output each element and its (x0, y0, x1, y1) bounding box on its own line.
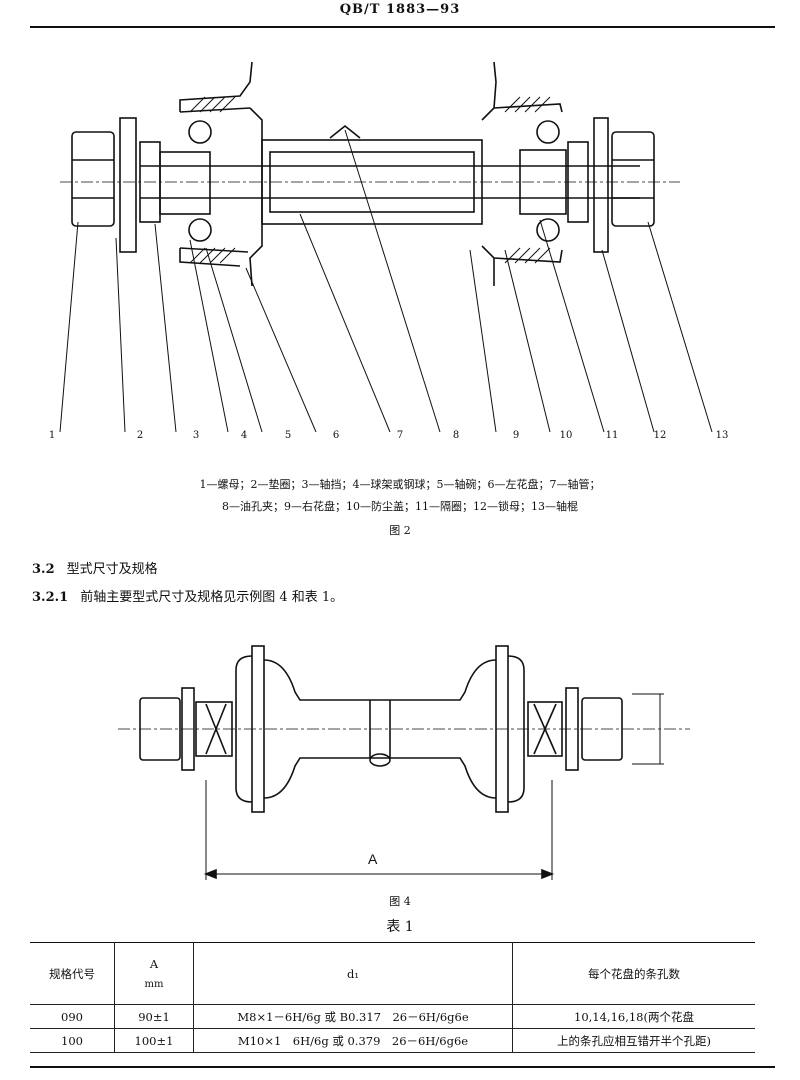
header-a-label: A (149, 957, 159, 971)
section-3-2-1-paragraph: 3.2.1 前轴主要型式尺寸及规格见示例图 4 和表 1。 (32, 586, 343, 605)
part-number-6: 6 (333, 430, 339, 441)
header-code: 规格代号 (30, 942, 115, 1005)
part-number-1: 1 (49, 430, 55, 441)
table-row: 090 90±1 M8×1－6H/6g 或 B0.317 26－6H/6g6e … (30, 1004, 755, 1029)
figure-2-legend-line-2: 8—油孔夹；9—右花盘；10—防尘盖；11—隔圈；12—锁母；13—轴棍 (222, 500, 578, 513)
section-3-2-title: 型式尺寸及规格 (66, 562, 158, 577)
row-1-a: 90±1 (114, 1004, 194, 1029)
row-1-d1: M8×1－6H/6g 或 B0.317 26－6H/6g6e (193, 1004, 513, 1029)
row-2-holes: 上的条孔应相互错开半个孔距) (512, 1028, 755, 1053)
table-1-title: 表 1 (386, 919, 414, 935)
part-number-9: 9 (513, 430, 519, 441)
document-header: QB/T 1883—93 (339, 2, 461, 17)
part-number-12: 12 (654, 430, 667, 441)
section-3-2-1-number: 3.2.1 (32, 590, 69, 605)
section-3-2-1-text: 前轴主要型式尺寸及规格见示例图 4 和表 1。 (80, 590, 344, 605)
figure-2-caption: 图 2 (389, 524, 411, 537)
part-number-4: 4 (241, 430, 247, 441)
part-number-5: 5 (285, 430, 291, 441)
figure-2-legend-line-1: 1—螺母；2—垫圈；3—轴挡；4—球架或钢球；5—轴碗；6—左花盘；7—轴管； (199, 478, 601, 491)
table-row: 100 100±1 M10×1 6H/6g 或 0.379 26－6H/6g6e… (30, 1028, 755, 1053)
row-2-d1: M10×1 6H/6g 或 0.379 26－6H/6g6e (193, 1028, 513, 1053)
table-1: 规格代号 A mm d₁ 每个花盘的条孔数 090 90±1 M8×1－6H/6… (30, 942, 755, 1053)
section-3-2-heading: 3.2 型式尺寸及规格 (32, 558, 158, 577)
part-number-10: 10 (560, 430, 573, 441)
figure-4-caption: 图 4 (389, 895, 411, 908)
header-d1: d₁ (193, 942, 513, 1005)
part-number-11: 11 (606, 430, 619, 441)
header-rule (30, 26, 775, 28)
section-3-2-number: 3.2 (32, 562, 55, 577)
part-number-3: 3 (193, 430, 199, 441)
part-number-2: 2 (137, 430, 143, 441)
row-1-code: 090 (30, 1004, 115, 1029)
table-header-row: 规格代号 A mm d₁ 每个花盘的条孔数 (30, 942, 755, 1005)
figure-2-drawing: 1 2 3 4 5 6 7 8 9 10 11 12 13 (49, 61, 729, 441)
bottom-rule (30, 1066, 775, 1068)
dimension-a-label: A (368, 851, 378, 867)
part-number-7: 7 (397, 430, 403, 441)
part-number-13: 13 (716, 430, 729, 441)
row-2-code: 100 (30, 1028, 115, 1053)
header-a-unit: mm (144, 979, 164, 990)
header-holes: 每个花盘的条孔数 (512, 942, 755, 1005)
row-1-holes: 10,14,16,18(两个花盘 (512, 1004, 755, 1029)
part-number-8: 8 (453, 430, 459, 441)
header-a: A mm (114, 942, 194, 1005)
row-2-a: 100±1 (114, 1028, 194, 1053)
